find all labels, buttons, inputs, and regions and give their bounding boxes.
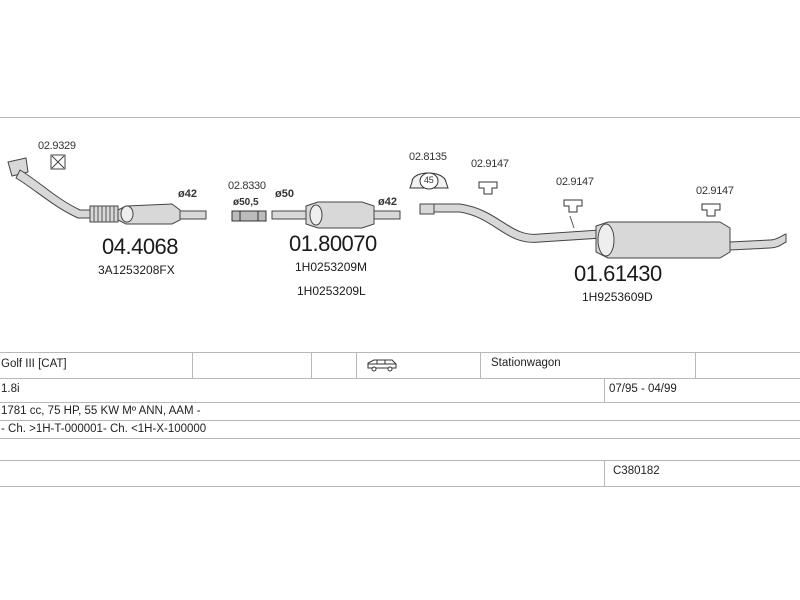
diameter-label: ø42 xyxy=(178,188,197,200)
top-divider xyxy=(0,117,800,118)
accessory-code: 02.9329 xyxy=(38,140,76,152)
column-divider xyxy=(311,352,312,378)
diameter-label: ø50 xyxy=(275,188,294,200)
accessory-code: 02.9147 xyxy=(471,158,509,170)
rear-silencer xyxy=(419,203,787,259)
column-divider xyxy=(480,352,481,378)
rubber-hanger-icon xyxy=(701,203,721,217)
table-divider xyxy=(0,352,800,353)
column-divider xyxy=(604,460,605,486)
oem-number: 3A1253208FX xyxy=(98,263,175,277)
table-divider xyxy=(0,420,800,421)
part-number: 01.61430 xyxy=(574,261,662,286)
catalog-code: C380182 xyxy=(613,465,660,477)
column-divider xyxy=(604,378,605,402)
exhaust-diagram: 02.9329 02.8330 ø50,5 02.8135 45 02.9147… xyxy=(0,118,800,340)
oem-number: 1H0253209M xyxy=(295,260,368,274)
production-years: 07/95 - 04/99 xyxy=(609,383,677,395)
exhaust-drawing xyxy=(7,154,787,259)
front-pipe-catalyst xyxy=(7,157,207,225)
table-divider xyxy=(0,460,800,461)
accessory-code: 02.9147 xyxy=(696,185,734,197)
rubber-hanger-icon xyxy=(478,181,498,195)
engine: 1.8i xyxy=(1,383,20,395)
ring-badge: 45 xyxy=(424,175,434,185)
clamp-icon xyxy=(231,210,267,222)
table-divider xyxy=(0,402,800,403)
column-divider xyxy=(192,352,193,378)
table-divider xyxy=(0,438,800,439)
part-number: 04.4068 xyxy=(102,234,179,259)
station-wagon-icon xyxy=(366,358,398,377)
vehicle-model: Golf III [CAT] xyxy=(1,358,67,370)
gasket-icon xyxy=(50,154,66,170)
mounting-ring-icon xyxy=(409,172,449,190)
accessory-code: 02.8330 xyxy=(228,180,266,192)
body-type: Stationwagon xyxy=(491,357,561,369)
accessory-code: 02.8135 xyxy=(409,151,447,163)
chassis-range: - Ch. >1H-T-000001- Ch. <1H-X-100000 xyxy=(1,423,207,435)
column-divider xyxy=(695,352,696,378)
table-divider xyxy=(0,486,800,487)
table-divider xyxy=(0,378,800,379)
oem-number: 1H9253609D xyxy=(582,290,653,304)
engine-specs: 1781 cc, 75 HP, 55 KW Mº ANN, AAM - xyxy=(1,405,201,417)
rubber-hanger-icon xyxy=(563,199,583,213)
accessory-code: 02.9147 xyxy=(556,176,594,188)
part-number: 01.80070 xyxy=(289,231,377,256)
middle-silencer xyxy=(271,201,401,229)
oem-number: 1H0253209L xyxy=(297,284,366,298)
column-divider xyxy=(356,352,357,378)
diameter-label: ø50,5 xyxy=(233,197,259,208)
diameter-label: ø42 xyxy=(378,196,397,208)
